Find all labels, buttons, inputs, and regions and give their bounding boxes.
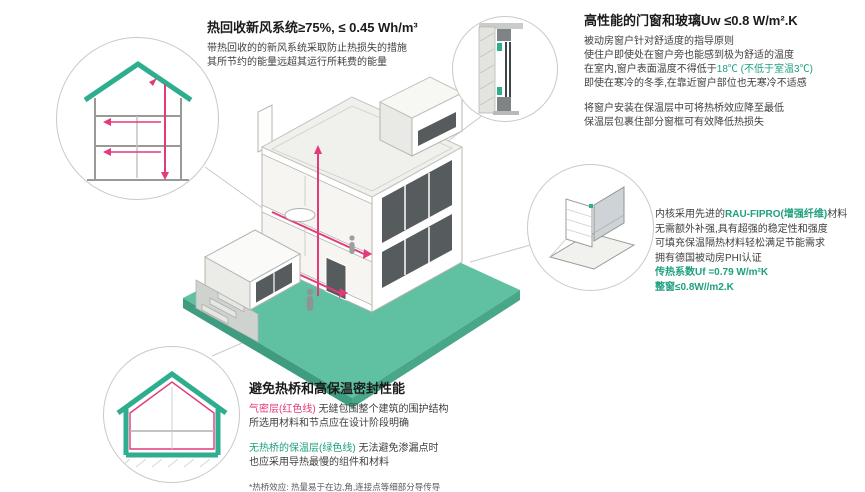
ground-hatch xyxy=(119,458,227,468)
thermal-desc-line: 所选用材料和节点应在设计阶段明确 xyxy=(249,418,409,429)
frame-head xyxy=(497,29,511,41)
u-value-window: 整窗≤0.8W//m2.K xyxy=(655,281,734,293)
thermal-footnote: *热桥效应: 热量易于在边,角,连接点等细部分导传导 xyxy=(249,482,441,492)
bathtub xyxy=(284,208,316,222)
temp-rule-text: 在室内,窗户表面温度不得低于 xyxy=(584,64,717,75)
glazing-panel xyxy=(593,186,625,242)
windows-desc-line: 保温层包裹住部分窗框可有效降低热损失 xyxy=(584,117,764,128)
house-body xyxy=(257,76,464,313)
profile-desc-line: 内核采用先进的RAU-FIPRO(增强纤维)材料 xyxy=(655,208,863,223)
u-value-frame: 传热系数Uf =0.79 W/m²K xyxy=(655,267,769,278)
heat-recovery-desc-line: 带热回收的的新风系统采取防止热损失的措施 xyxy=(207,43,407,54)
insulation-layer-green-line xyxy=(116,370,228,458)
insulation-layer-text: 无法避免渗漏点时 xyxy=(355,443,439,454)
house-structure xyxy=(87,98,189,181)
windows-desc-line: 即使在寒冷的冬季,在靠近窗户部位也无寒冷不适感 xyxy=(584,78,807,89)
glass-facade xyxy=(382,160,452,288)
profile-desc-line: 无需额外补强,具有超强的稳定性和强度 xyxy=(655,223,828,235)
profile-desc-line: 可填充保温隔热材料轻松满足节能需求 xyxy=(655,238,825,249)
thermal-desc-line: 气密层(红色线) 无缝包围整个建筑的围护结构 xyxy=(249,403,589,417)
roof-parapet xyxy=(270,105,454,192)
thermal-section: 避免热桥和高保温密封性能 气密层(红色线) 无缝包围整个建筑的围护结构 所选用材… xyxy=(249,381,589,492)
windows-section: 高性能的门窗和玻璃Uw ≤0.8 W/m².K 被动房窗户针对舒适度的指导原则 … xyxy=(584,13,862,130)
person-figure xyxy=(306,288,314,311)
house-ventilation-diagram-icon xyxy=(83,60,193,181)
duct-arrows xyxy=(314,145,372,298)
teal-roof xyxy=(83,60,193,103)
airflow-arrows xyxy=(103,78,169,180)
airtight-layer-label: 气密层(红色线) xyxy=(249,404,316,415)
penthouse-window xyxy=(418,112,456,146)
insulation-layer-label: 无热桥的保温层(绿色线) xyxy=(249,443,356,454)
windows-desc-line: 被动房窗户针对舒适度的指导原则 xyxy=(584,36,734,47)
heat-recovery-title: 热回收新风系统≥75%, ≤ 0.45 Wh/m³ xyxy=(207,20,418,35)
penthouse xyxy=(378,76,464,157)
gasket xyxy=(589,204,593,208)
material-name: RAU-FIPRO(增强纤维) xyxy=(725,209,828,220)
thermal-envelope-icon xyxy=(116,370,228,468)
window-section-icon xyxy=(478,23,523,115)
heat-recovery-desc-line: 其所节约的能量远超其运行所耗费的能量 xyxy=(207,57,387,68)
profile-chambers xyxy=(565,208,593,238)
frame-profile-section: 内核采用先进的RAU-FIPRO(增强纤维)材料 无需额外补强,具有超强的稳定性… xyxy=(655,208,863,295)
windows-title: 高性能的门窗和玻璃Uw ≤0.8 W/m².K xyxy=(584,13,798,28)
frame-sill xyxy=(497,97,511,111)
person-figure xyxy=(349,235,355,254)
insulation-block xyxy=(497,43,502,51)
windows-desc-line: 将窗户安装在保温层中可将热桥效应降至最低 xyxy=(584,103,784,114)
profile-intro-tail: 材料 xyxy=(827,209,848,220)
windows-desc-line: 在室内,窗户表面温度不得低于18℃ (不低于室温3℃) xyxy=(584,63,862,77)
wall-hatch xyxy=(479,32,495,106)
ventilation-detail-circle xyxy=(56,37,219,200)
heat-recovery-section: 热回收新风系统≥75%, ≤ 0.45 Wh/m³ 带热回收的的新风系统采取防止… xyxy=(207,20,497,70)
flat-roof xyxy=(260,96,464,198)
window-section-circle xyxy=(452,16,558,122)
thermal-title: 避免热桥和高保温密封性能 xyxy=(249,381,406,396)
annex xyxy=(203,229,314,311)
airtight-layer-text: 无缝包围整个建筑的围护结构 xyxy=(315,404,449,415)
profile-intro: 内核采用先进的 xyxy=(655,209,725,220)
window-frame-profile-icon xyxy=(548,186,636,270)
insulation-block xyxy=(497,87,502,95)
temp-value: 18℃ (不低于室温3℃) xyxy=(716,64,813,75)
thermal-envelope-circle xyxy=(103,346,240,483)
profile-desc-line: 拥有德国被动房PHI认证 xyxy=(655,252,762,264)
thermal-desc-line: 无热桥的保温层(绿色线) 无法避免渗漏点时 xyxy=(249,442,589,456)
frame-profile-circle xyxy=(527,164,654,291)
windows-desc-line: 使住户即使处在窗户旁也能感到极为舒适的温度 xyxy=(584,50,794,61)
thermal-desc-line: 也应采用导热最慢的组件和材料 xyxy=(249,457,389,468)
duct-lines xyxy=(107,84,166,174)
